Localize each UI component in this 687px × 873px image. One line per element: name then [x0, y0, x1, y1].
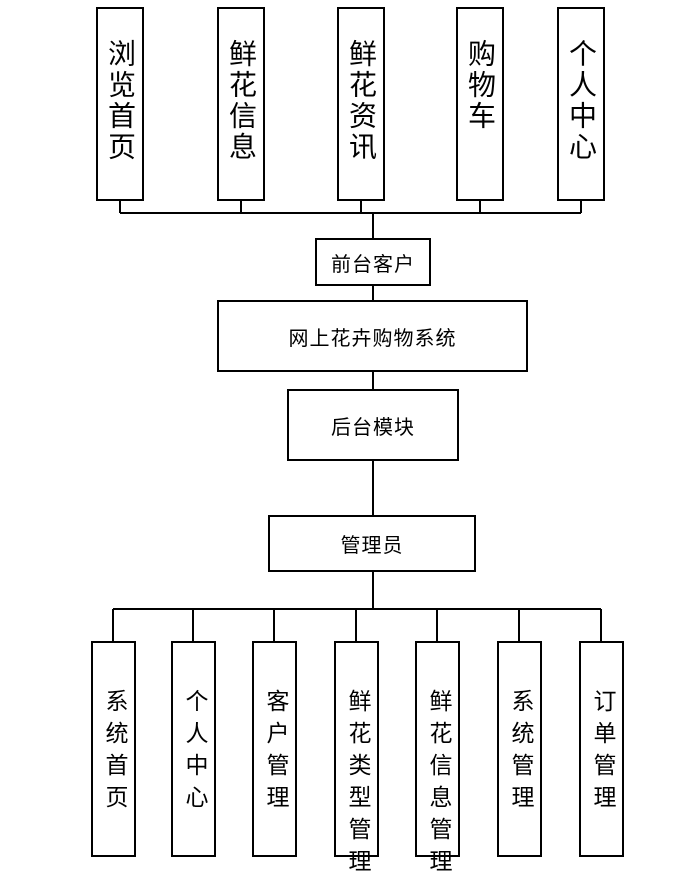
node-label: 后台模块: [331, 414, 415, 439]
node-label: 前台客户: [331, 251, 415, 276]
admin-module-system-home: 系统首页: [91, 641, 136, 857]
module-flower-info: 鲜花信息: [217, 7, 265, 201]
module-label: 鲜花类型管理: [344, 689, 370, 873]
node-label: 管理员: [340, 533, 404, 557]
module-shopping-cart: 购物车: [456, 7, 504, 201]
module-flower-news: 鲜花资讯: [337, 7, 385, 201]
module-personal-center: 个人中心: [557, 7, 605, 201]
admin-module-system-management: 系统管理: [497, 641, 542, 857]
module-label: 鲜花资讯: [345, 39, 378, 163]
module-label: 客户管理: [262, 689, 288, 817]
module-label: 鲜花信息: [225, 39, 258, 163]
frontend-client-node: 前台客户: [315, 238, 431, 286]
admin-module-order-management: 订单管理: [579, 641, 624, 857]
admin-module-flower-info-management: 鲜花信息管理: [415, 641, 460, 873]
module-browse-home: 浏览首页: [96, 7, 144, 201]
module-label: 系统首页: [101, 689, 127, 817]
system-root-node: 网上花卉购物系统: [217, 300, 528, 372]
admin-module-personal-center: 个人中心: [171, 641, 216, 857]
admin-module-flower-type-management: 鲜花类型管理: [334, 641, 379, 873]
module-label: 个人中心: [565, 39, 598, 163]
module-label: 鲜花信息管理: [425, 689, 451, 873]
module-label: 个人中心: [181, 689, 207, 817]
module-label: 浏览首页: [104, 39, 137, 163]
admin-module-customer-management: 客户管理: [252, 641, 297, 857]
module-label: 系统管理: [507, 689, 533, 817]
admin-node: 管理员: [268, 515, 476, 572]
module-label: 订单管理: [589, 689, 615, 817]
node-label: 网上花卉购物系统: [288, 325, 457, 350]
backend-module-node: 后台模块: [287, 389, 459, 461]
module-label: 购物车: [464, 39, 497, 132]
